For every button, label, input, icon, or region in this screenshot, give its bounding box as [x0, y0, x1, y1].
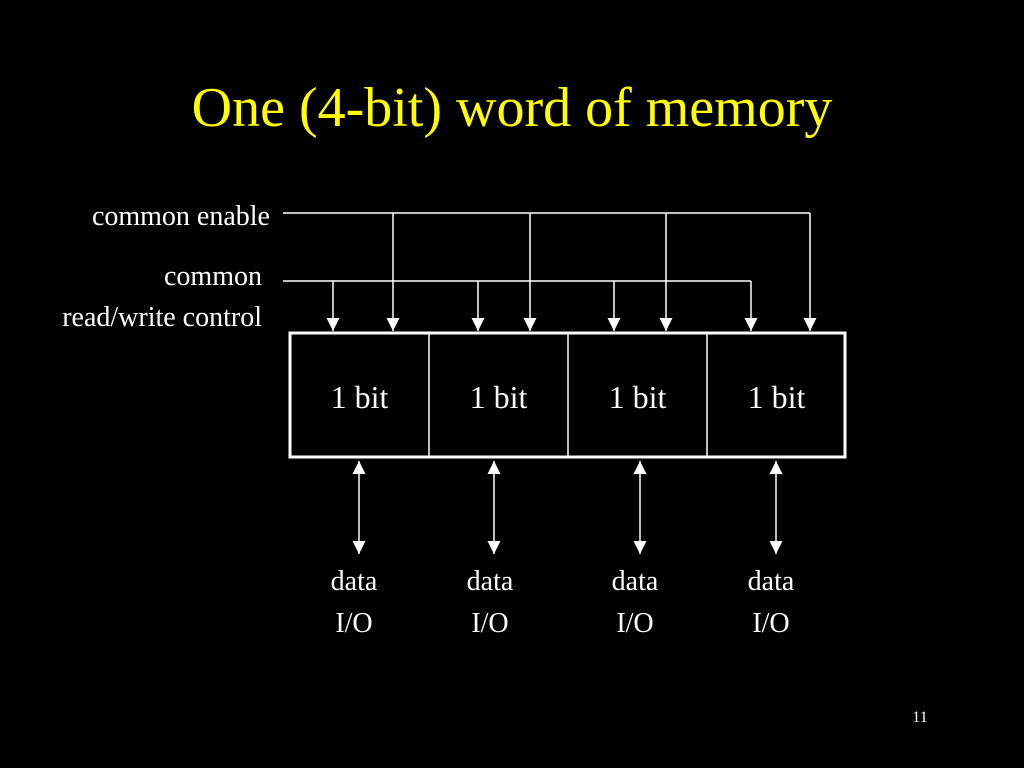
data-io-label-line2: I/O [471, 608, 508, 639]
read-write-label-line1: common [164, 261, 262, 292]
data-io-label-line1: data [612, 566, 659, 597]
bit-cells: 1 bit 1 bit 1 bit 1 bit [331, 333, 806, 457]
data-io-label-line1: data [748, 566, 795, 597]
bit-cell-label: 1 bit [748, 379, 806, 415]
bit-cell-label: 1 bit [470, 379, 528, 415]
read-write-label-line2: read/write control [62, 302, 262, 333]
data-io-label-line2: I/O [752, 608, 789, 639]
data-io-label-line1: data [331, 566, 378, 597]
slide-title: One (4-bit) word of memory [191, 77, 833, 139]
slide-number: 11 [912, 709, 928, 726]
bit-cell-label: 1 bit [331, 379, 389, 415]
common-enable-label: common enable [92, 201, 270, 232]
data-io-label-line1: data [467, 566, 514, 597]
control-drops [326, 213, 817, 331]
bit-cell-label: 1 bit [609, 379, 667, 415]
data-io-label-line2: I/O [335, 608, 372, 639]
data-io-label-line2: I/O [616, 608, 653, 639]
